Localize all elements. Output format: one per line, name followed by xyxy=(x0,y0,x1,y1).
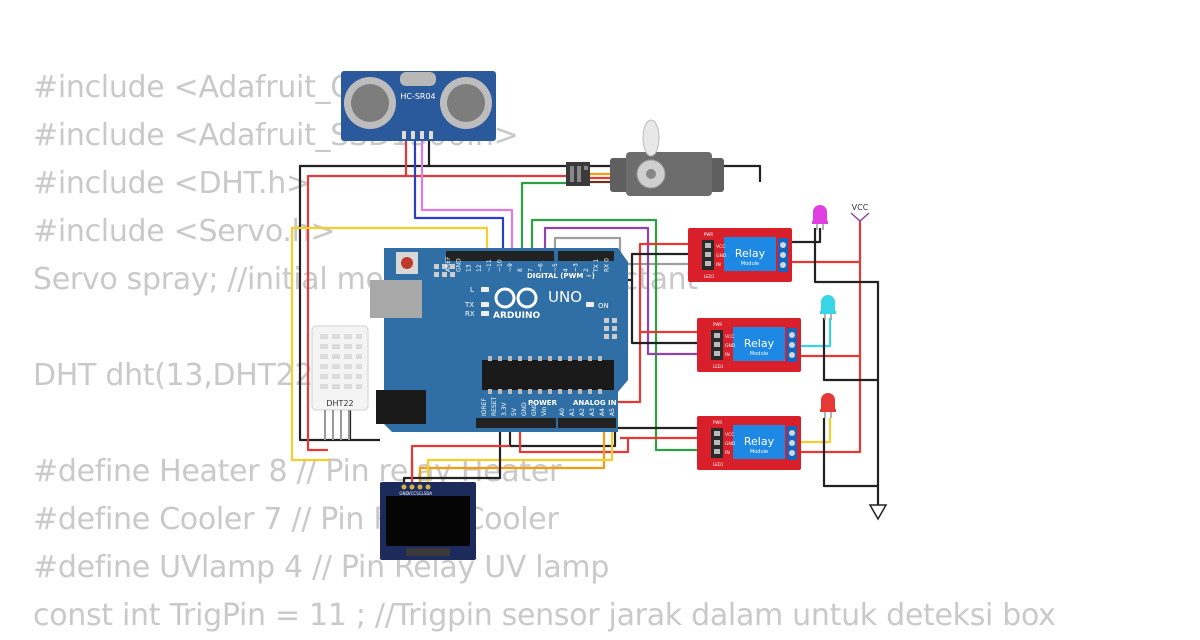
bottom-pin-label: A4 xyxy=(599,408,606,416)
relay-label: Relay xyxy=(744,435,775,448)
relay-pin-label: IN xyxy=(716,262,721,268)
top-pin-label: ~10 xyxy=(497,259,504,272)
relay-led-label: LED1 xyxy=(704,274,715,279)
relay-pin-label: IN xyxy=(725,450,730,456)
atmega-chip xyxy=(482,360,614,390)
relay-led-label: PWR xyxy=(704,232,713,237)
code-line: #define Cooler 7 // Pin Relay Cooler xyxy=(33,502,559,537)
led-icon xyxy=(820,295,836,320)
relay-label: Relay xyxy=(735,247,766,260)
top-pin-label: ~11 xyxy=(486,259,493,272)
bottom-pin-label: A0 xyxy=(559,408,566,416)
bottom-pin-label: GND xyxy=(531,402,538,416)
relay-pin-label: VCC xyxy=(716,244,725,250)
sensor-label: HC-SR04 xyxy=(400,92,435,101)
bottom-pin-label: A2 xyxy=(579,408,586,416)
board-model: UNO xyxy=(548,288,582,306)
oled-pin-label: GND xyxy=(399,491,408,496)
oled-pin-label: SCL xyxy=(416,491,424,496)
vcc-label: VCC xyxy=(852,203,869,212)
oled-pin-label: VCC xyxy=(408,491,417,496)
code-line: DHT dht(13,DHT22); xyxy=(33,358,335,393)
top-pin-label: 7 xyxy=(527,268,534,272)
bottom-pin-label: IOREF xyxy=(481,398,488,416)
top-pin-label: RX 0 xyxy=(604,258,611,272)
top-pin-label: ~9 xyxy=(507,263,514,272)
dht-label: DHT22 xyxy=(326,399,353,408)
top-pin-label: TX 1 xyxy=(593,258,600,273)
bottom-pin-label: 5V xyxy=(511,407,518,416)
top-pin-label: ~6 xyxy=(538,263,545,272)
top-pin-label: ~3 xyxy=(573,263,580,272)
arduino-uno-board: UNO ARDUINO DIGITAL (PWM ~) ANALOG IN PO… xyxy=(370,248,628,432)
dht22-sensor: DHT22 xyxy=(311,325,369,440)
relay-pin-label: GND xyxy=(716,253,727,259)
oled-pin-label: SDA xyxy=(424,491,433,496)
bottom-pin-label: A3 xyxy=(589,408,596,416)
top-pin-label: AREF xyxy=(445,256,452,272)
oled-pin xyxy=(425,484,431,490)
relay-sublabel: Module xyxy=(750,351,768,357)
led-icon xyxy=(812,205,828,230)
top-pin-label: 8 xyxy=(517,268,524,272)
bottom-pin-label: A1 xyxy=(569,408,576,416)
ultrasonic-sensor: HC-SR04 xyxy=(341,71,496,141)
relay-label: Relay xyxy=(744,337,775,350)
bottom-pin-label: Vin xyxy=(541,406,548,416)
relay-pin-label: GND xyxy=(725,343,736,349)
l-led-label: L xyxy=(470,286,474,294)
bottom-pin-label: A5 xyxy=(609,408,616,416)
relay-pin-label: VCC xyxy=(725,334,734,340)
relay-led-label: LED1 xyxy=(713,364,724,369)
analog-label: ANALOG IN xyxy=(573,399,617,407)
code-line: const int TrigPin = 11 ; //Trigpin senso… xyxy=(33,598,1056,633)
vcc-symbol: VCC xyxy=(850,203,870,223)
power-label: POWER xyxy=(528,399,558,407)
board-brand: ARDUINO xyxy=(493,311,541,321)
relay-pin-label: IN xyxy=(725,352,730,358)
arduino-logo-icon xyxy=(494,287,538,309)
usb-port xyxy=(370,280,422,318)
bottom-pin-label: RESET xyxy=(491,396,498,416)
top-pin-label: 12 xyxy=(476,264,483,272)
led-icon xyxy=(820,393,836,418)
tx-led-label: TX xyxy=(464,301,474,309)
power-jack xyxy=(376,390,426,424)
digital-label: DIGITAL (PWM ~) xyxy=(527,272,595,280)
bottom-pin-label: 3.3V xyxy=(501,401,508,416)
top-pin-label: 13 xyxy=(466,264,473,272)
oled-pin xyxy=(417,484,423,490)
oled-pin xyxy=(401,484,407,490)
top-pin-label: GND xyxy=(455,258,462,272)
relay-led-label: LED1 xyxy=(713,462,724,467)
top-pin-label: 2 xyxy=(583,268,590,272)
on-led-label: ON xyxy=(598,302,609,310)
bottom-pin-label: GND xyxy=(521,402,528,416)
ground-symbol xyxy=(868,504,888,521)
servo-motor xyxy=(566,119,724,196)
relay-pin-label: VCC xyxy=(725,432,734,438)
rx-led-label: RX xyxy=(465,310,475,318)
code-line: #include <DHT.h> xyxy=(33,166,311,201)
oled-pin xyxy=(409,484,415,490)
relay-led-label: PWR xyxy=(713,322,722,327)
top-pin-label: 4 xyxy=(562,268,569,272)
top-pin-label: ~5 xyxy=(552,263,559,272)
relay-led-label: PWR xyxy=(713,420,722,425)
relay-pin-label: GND xyxy=(725,441,736,447)
relay-sublabel: Module xyxy=(741,261,759,267)
relay-sublabel: Module xyxy=(750,449,768,455)
